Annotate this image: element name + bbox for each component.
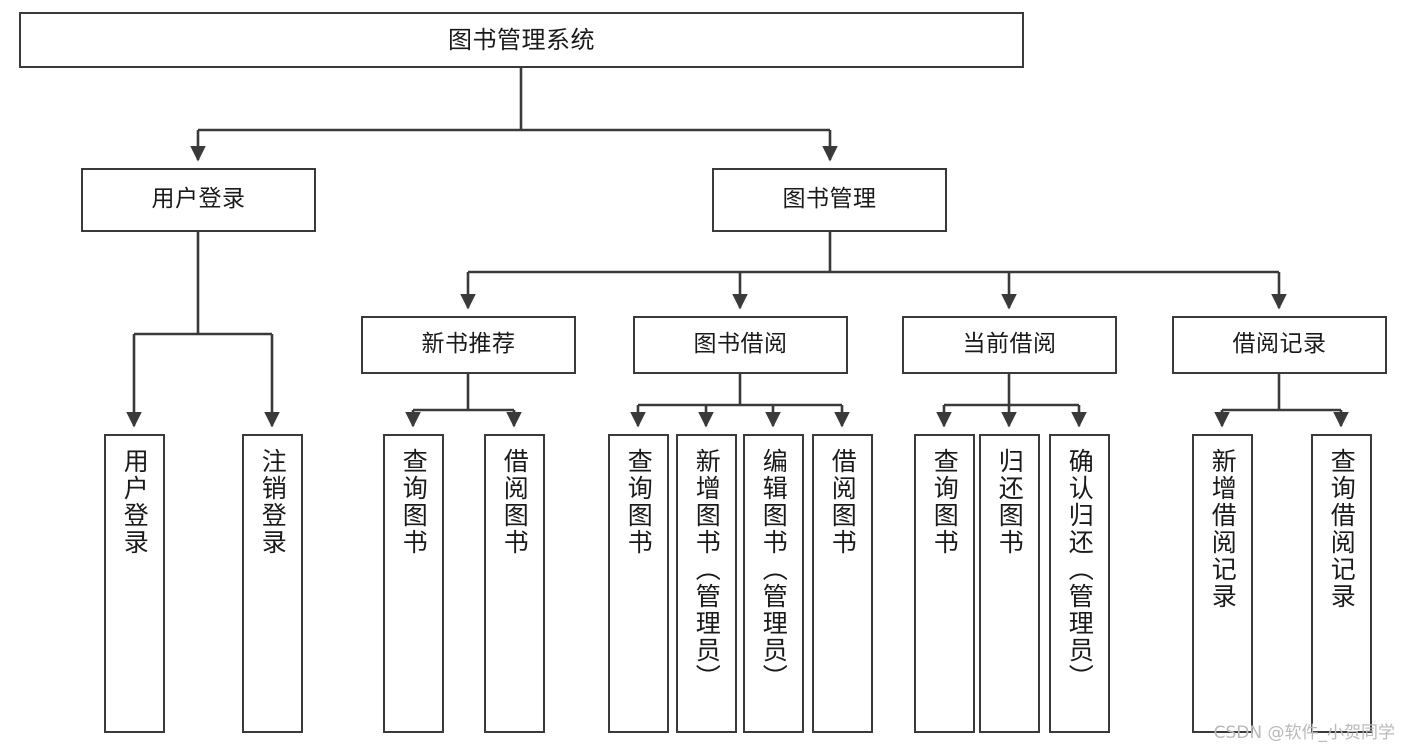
node-book-management[interactable]: 图书管理 xyxy=(712,168,947,232)
leaf-borrow-book-recommend[interactable]: 借阅图书 xyxy=(484,434,545,733)
node-label: 借阅图书 xyxy=(500,448,530,556)
node-label: 注销登录 xyxy=(258,448,288,556)
leaf-add-borrow-record[interactable]: 新增借阅记录 xyxy=(1192,434,1253,733)
node-book-borrow[interactable]: 图书借阅 xyxy=(633,316,848,374)
node-label: 查询借阅记录 xyxy=(1327,448,1357,610)
leaf-query-borrow-record[interactable]: 查询借阅记录 xyxy=(1311,434,1372,733)
node-label: 图书管理系统 xyxy=(448,25,595,54)
node-new-book-recommend[interactable]: 新书推荐 xyxy=(361,316,576,374)
node-label: 编辑图书（管理员） xyxy=(759,448,789,691)
node-label: 用户登录 xyxy=(120,448,150,556)
node-label: 用户登录 xyxy=(151,186,246,213)
node-user-login[interactable]: 用户登录 xyxy=(81,168,316,232)
leaf-edit-book-admin[interactable]: 编辑图书（管理员） xyxy=(743,434,804,733)
leaf-logout-login[interactable]: 注销登录 xyxy=(242,434,303,733)
leaf-borrow-book[interactable]: 借阅图书 xyxy=(812,434,873,733)
node-label: 新书推荐 xyxy=(421,331,516,358)
leaf-user-login[interactable]: 用户登录 xyxy=(104,434,165,733)
leaf-query-book-borrow[interactable]: 查询图书 xyxy=(608,434,669,733)
node-label: 借阅图书 xyxy=(828,448,858,556)
leaf-add-book-admin[interactable]: 新增图书（管理员） xyxy=(676,434,737,733)
node-label: 归还图书 xyxy=(995,448,1025,556)
node-label: 查询图书 xyxy=(624,448,654,556)
leaf-return-book[interactable]: 归还图书 xyxy=(979,434,1040,733)
node-borrow-record[interactable]: 借阅记录 xyxy=(1172,316,1387,374)
csdn-watermark: CSDN @软件_小贺同学 xyxy=(1213,723,1395,743)
node-current-borrow[interactable]: 当前借阅 xyxy=(902,316,1117,374)
node-label: 图书借阅 xyxy=(693,331,788,358)
leaf-query-book-recommend[interactable]: 查询图书 xyxy=(383,434,444,733)
leaf-confirm-return-admin[interactable]: 确认归还（管理员） xyxy=(1049,434,1110,733)
node-label: 新增图书（管理员） xyxy=(692,448,722,691)
node-label: 借阅记录 xyxy=(1232,331,1327,358)
node-label: 新增借阅记录 xyxy=(1208,448,1238,610)
leaf-query-book-current[interactable]: 查询图书 xyxy=(914,434,975,733)
node-root-book-management-system[interactable]: 图书管理系统 xyxy=(19,12,1024,68)
node-label: 图书管理 xyxy=(782,186,877,213)
node-label: 查询图书 xyxy=(930,448,960,556)
node-label: 确认归还（管理员） xyxy=(1065,448,1095,691)
node-label: 当前借阅 xyxy=(962,331,1057,358)
node-label: 查询图书 xyxy=(399,448,429,556)
